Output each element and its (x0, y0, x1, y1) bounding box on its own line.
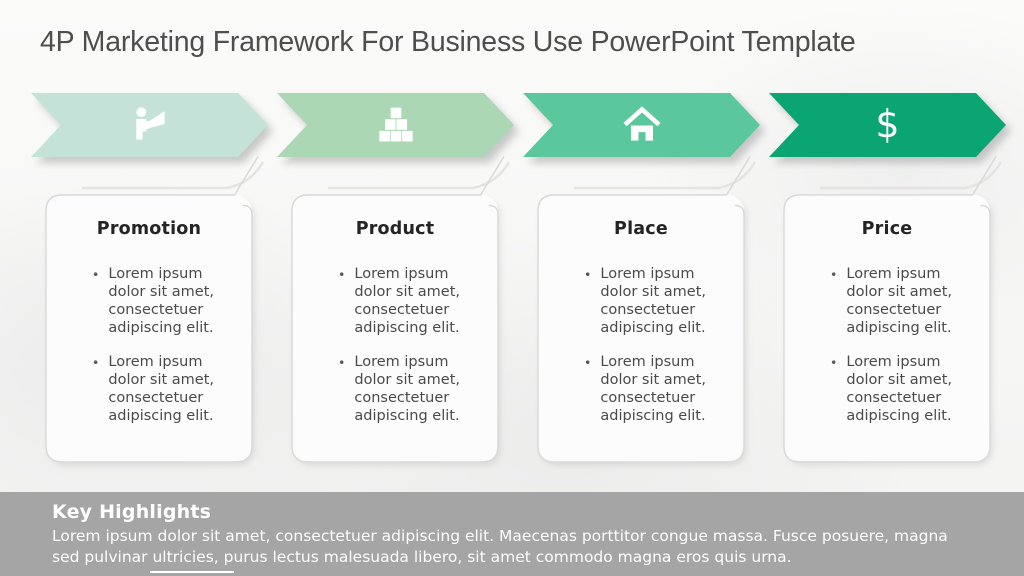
list-item: • Lorem ipsum dolor sit amet, consectetu… (584, 266, 744, 338)
bullet-marker: • (338, 267, 346, 282)
arrow-promotion-shape (31, 93, 268, 157)
list-item: • Lorem ipsum dolor sit amet, consectetu… (584, 354, 744, 426)
arrow-price: $ (769, 93, 1006, 157)
bullet-text: Lorem ipsum dolor sit amet, consectetuer… (846, 353, 953, 424)
list-item: • Lorem ipsum dolor sit amet, consectetu… (830, 266, 990, 338)
megaphone-person-icon (135, 107, 165, 140)
key-highlights-bar: Key Highlights Lorem ipsum dolor sit ame… (0, 492, 1024, 576)
bullet-text: Lorem ipsum dolor sit amet, consectetuer… (600, 353, 707, 424)
card-title: Promotion (96, 219, 202, 239)
bullet-text: Lorem ipsum dolor sit amet, consectetuer… (600, 266, 707, 336)
card-title: Place (614, 219, 668, 239)
bullet-text: Lorem ipsum dolor sit amet, consectetuer… (108, 266, 215, 336)
key-highlights-text: Lorem ipsum dolor sit amet, consectetuer… (52, 527, 948, 566)
bullet-text: Lorem ipsum dolor sit amet, consectetuer… (846, 266, 953, 336)
arrow-place-shape (523, 93, 760, 157)
bullet-marker: • (830, 267, 838, 282)
bullet-text: Lorem ipsum dolor sit amet, consectetuer… (108, 353, 215, 424)
footer-divider-line (150, 571, 234, 573)
arrow-place (523, 93, 760, 157)
bullet-marker: • (92, 354, 100, 370)
card-title: Product (355, 219, 435, 239)
card-price: Price • Lorem ipsum dolor sit amet, cons… (784, 195, 990, 462)
bullet-list: • Lorem ipsum dolor sit amet, consectetu… (584, 266, 744, 426)
bullet-list: • Lorem ipsum dolor sit amet, consectetu… (338, 266, 498, 426)
arrow-price-shape: $ (769, 93, 1006, 157)
bullet-marker: • (584, 354, 592, 370)
list-item: • Lorem ipsum dolor sit amet, consectetu… (830, 354, 990, 426)
bullet-text: Lorem ipsum dolor sit amet, consectetuer… (354, 266, 461, 336)
bullet-list: • Lorem ipsum dolor sit amet, consectetu… (830, 266, 990, 426)
list-item: • Lorem ipsum dolor sit amet, consectetu… (92, 266, 252, 338)
bullet-marker: • (338, 354, 346, 370)
arrow-product (277, 93, 514, 157)
bullet-marker: • (584, 267, 592, 282)
list-item: • Lorem ipsum dolor sit amet, consectetu… (92, 354, 252, 426)
card-promotion: Promotion • Lorem ipsum dolor sit amet, … (46, 195, 252, 462)
home-icon (623, 106, 660, 141)
list-item: • Lorem ipsum dolor sit amet, consectetu… (338, 354, 498, 426)
dollar-icon: $ (875, 102, 900, 146)
card-product: Product • Lorem ipsum dolor sit amet, co… (292, 195, 498, 462)
slide-title: 4P Marketing Framework For Business Use … (40, 26, 856, 58)
card-place: Place • Lorem ipsum dolor sit amet, cons… (538, 195, 744, 462)
arrow-promotion (31, 93, 268, 157)
list-item: • Lorem ipsum dolor sit amet, consectetu… (338, 266, 498, 338)
card-title: Price (861, 219, 913, 239)
arrow-product-shape (277, 93, 514, 157)
bullet-marker: • (92, 267, 100, 282)
key-highlights-heading: Key Highlights (52, 501, 212, 523)
bullet-marker: • (830, 354, 838, 370)
bullet-text: Lorem ipsum dolor sit amet, consectetuer… (354, 353, 461, 424)
stacked-boxes-icon (378, 107, 413, 142)
bullet-list: • Lorem ipsum dolor sit amet, consectetu… (92, 266, 252, 426)
